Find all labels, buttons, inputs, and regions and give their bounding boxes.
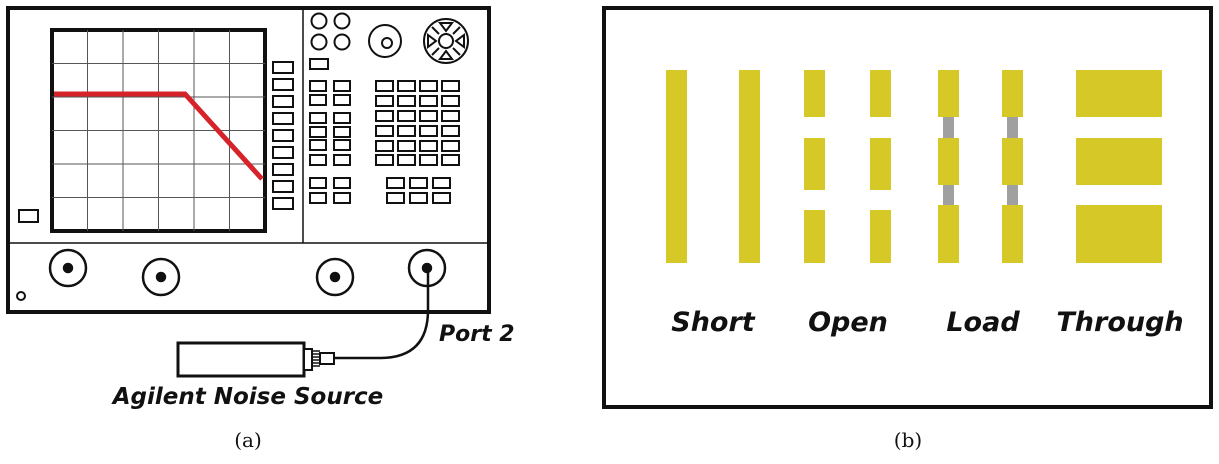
- power-led: [16, 291, 26, 301]
- round-keys[interactable]: [310, 12, 351, 51]
- port-2-label: Port 2: [439, 322, 515, 347]
- indicator-light: [18, 209, 39, 223]
- noise-source-label: Agilent Noise Source: [111, 384, 384, 410]
- short-standard: [666, 70, 760, 263]
- cable: [334, 268, 430, 360]
- load-resistor: [943, 185, 954, 210]
- noise-source: [176, 341, 335, 378]
- through-standard: [1076, 70, 1162, 263]
- softkey-column[interactable]: [272, 61, 294, 210]
- open-label: Open: [808, 307, 888, 338]
- analyzer-screen: [50, 28, 267, 233]
- load-resistor: [943, 117, 954, 138]
- rotary-knob[interactable]: [368, 24, 402, 58]
- port-connectors[interactable]: [48, 248, 447, 297]
- through-label: Through: [1056, 307, 1183, 338]
- short-label: Short: [671, 307, 756, 338]
- load-label: Load: [946, 307, 1020, 338]
- open-standard: [804, 70, 891, 263]
- response-trace: [54, 91, 264, 181]
- caption-a: (a): [234, 428, 262, 452]
- load-standard: [938, 70, 1023, 263]
- load-resistor: [1007, 117, 1018, 138]
- screen-grid: [52, 30, 265, 231]
- caption-b: (b): [894, 428, 922, 452]
- numeric-keypad[interactable]: [375, 80, 460, 204]
- load-resistor: [1007, 185, 1018, 210]
- network-analyzer: [6, 6, 491, 314]
- arrow-pad[interactable]: [423, 18, 469, 64]
- function-keys-left[interactable]: [309, 58, 351, 204]
